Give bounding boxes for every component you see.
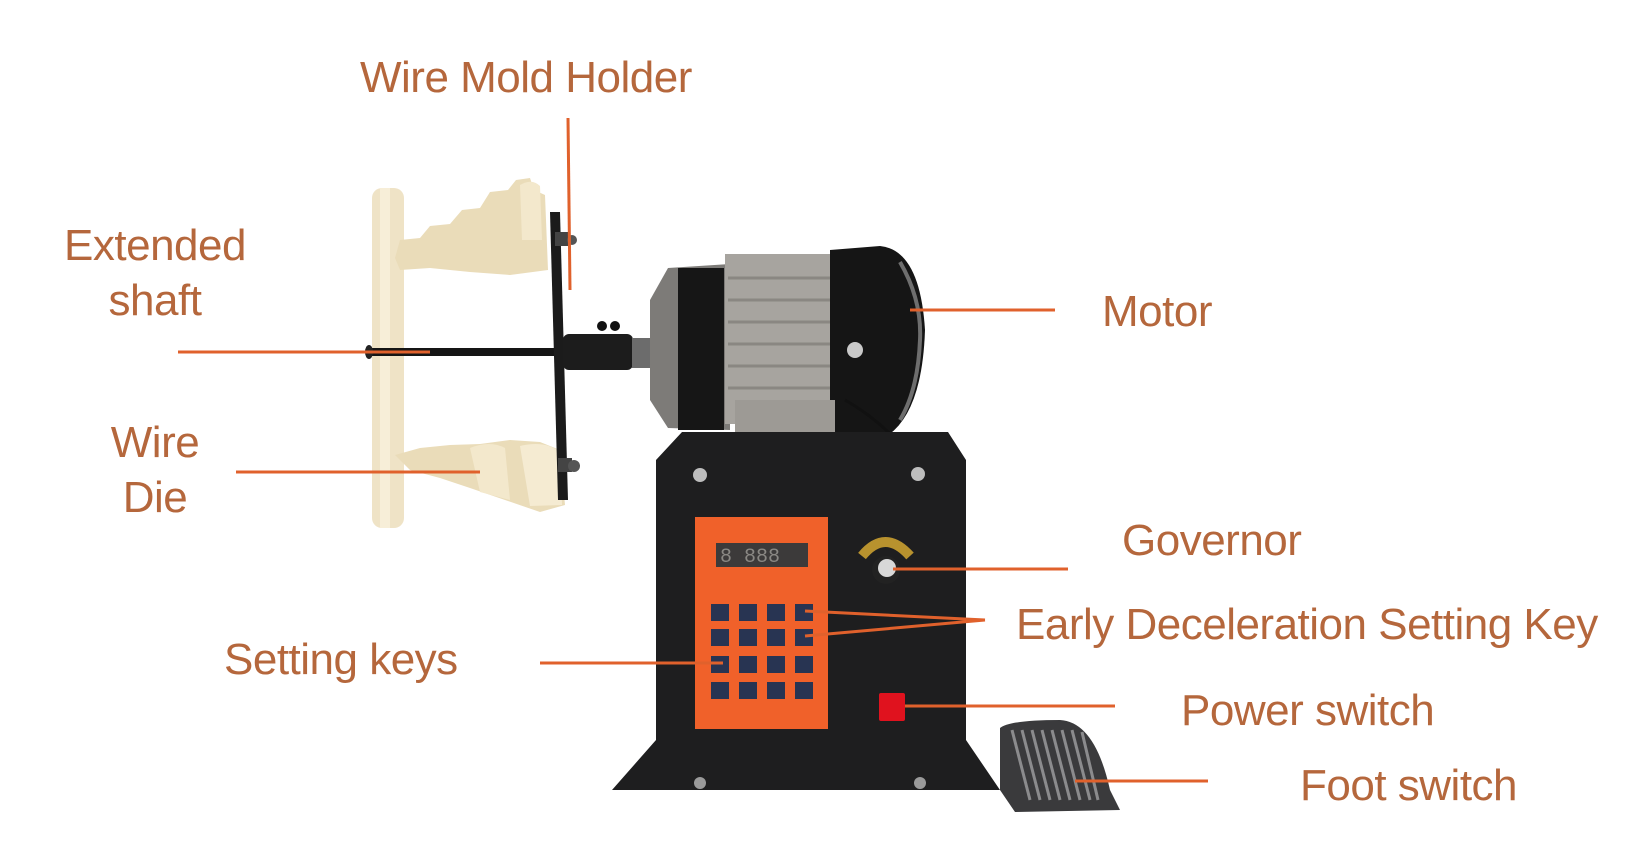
leader-early-decel-2 (804, 618, 986, 638)
label-wire-die: Wire Die (85, 415, 225, 525)
label-extended-shaft-line2: shaft (108, 276, 202, 325)
motor (650, 246, 925, 451)
leader-lines (178, 117, 1208, 783)
panel-display: 8 888 (720, 546, 780, 569)
label-early-deceleration-setting-key: Early Deceleration Setting Key (1016, 600, 1598, 649)
label-governor: Governor (1122, 516, 1302, 565)
label-wire-mold-holder: Wire Mold Holder (360, 53, 692, 102)
label-extended-shaft-line1: Extended (64, 221, 246, 270)
label-wire-die-line2: Die (122, 473, 188, 522)
label-extended-shaft: Extended shaft (55, 218, 255, 328)
label-power-switch: Power switch (1181, 686, 1435, 735)
leader-wire-mold-holder (566, 117, 572, 291)
wire-mold-holder (550, 212, 654, 500)
leader-early-decel-1 (804, 609, 986, 622)
wire-die (372, 178, 565, 528)
governor-knob (858, 537, 914, 584)
label-motor: Motor (1102, 287, 1212, 336)
control-panel: 8 888 (695, 517, 828, 729)
foot-switch (1000, 720, 1120, 812)
keypad (711, 604, 813, 699)
label-setting-keys: Setting keys (224, 635, 458, 684)
label-wire-die-line1: Wire (110, 418, 200, 467)
power-switch (879, 693, 905, 721)
label-foot-switch: Foot switch (1300, 761, 1518, 810)
